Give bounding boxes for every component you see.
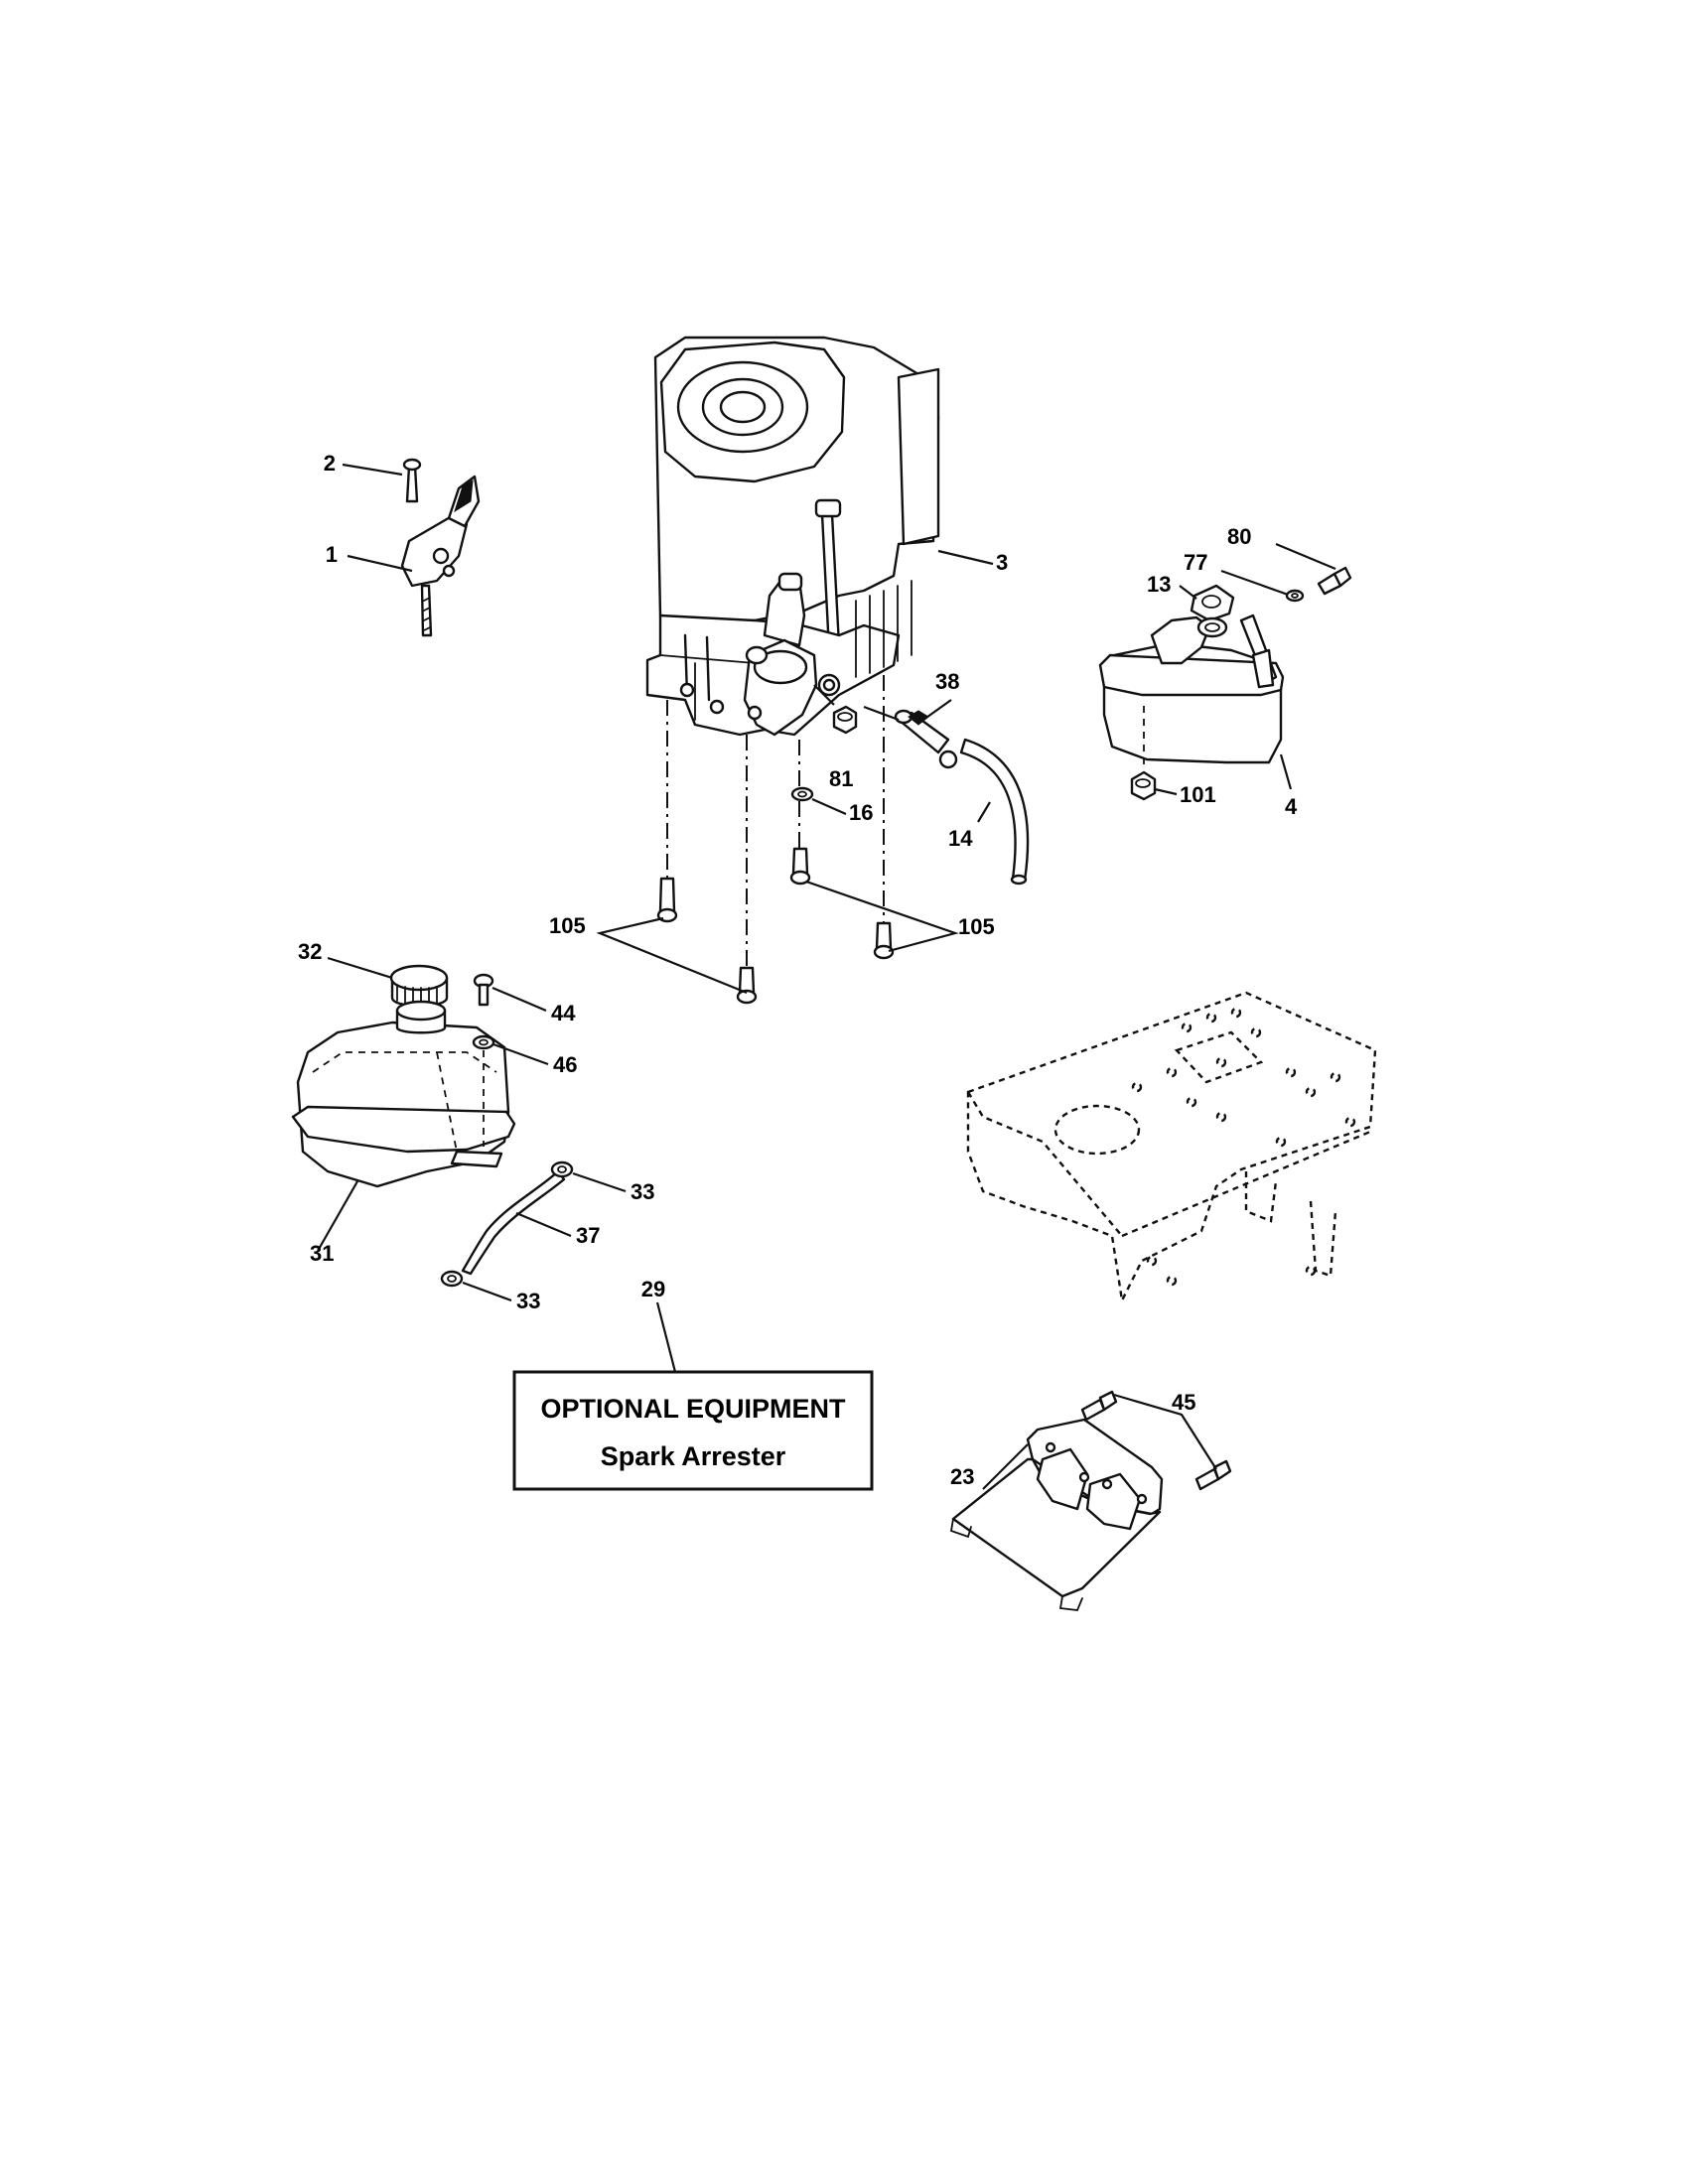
callout-81: 81 — [829, 766, 853, 791]
bolt-105-b — [736, 966, 758, 1005]
callout-16: 16 — [849, 800, 873, 825]
callout-labels: 1 2 3 4 13 14 16 23 29 31 32 33 33 37 38… — [298, 451, 1298, 1489]
fuel-filter-38 — [894, 709, 958, 769]
hose-clamp-33-b — [440, 1270, 464, 1288]
callout-1: 1 — [326, 542, 338, 567]
muffler-4 — [1098, 614, 1285, 764]
engine — [645, 336, 940, 737]
callout-2: 2 — [324, 451, 336, 476]
heat-shield-23 — [949, 1418, 1164, 1611]
bolt-105-a — [656, 877, 678, 923]
callout-101: 101 — [1180, 782, 1216, 807]
callout-29: 29 — [641, 1277, 665, 1301]
callout-13: 13 — [1147, 572, 1171, 597]
hose-clamp-33-a — [550, 1160, 574, 1178]
callout-4: 4 — [1285, 794, 1298, 819]
frame-reference — [966, 991, 1377, 1304]
fuel-line-37 — [461, 1169, 566, 1276]
callout-32: 32 — [298, 939, 322, 964]
callout-105-right: 105 — [958, 914, 995, 939]
throttle-control-assembly — [400, 458, 481, 637]
fuel-hose-14 — [959, 738, 1030, 886]
washer-80 — [1285, 589, 1305, 603]
hex-nut-81 — [832, 705, 858, 735]
optional-equipment-title: OPTIONAL EQUIPMENT — [540, 1394, 846, 1424]
hex-nut-101 — [1130, 770, 1157, 801]
callout-77: 77 — [1184, 550, 1207, 575]
callout-45: 45 — [1172, 1390, 1195, 1415]
washer-16 — [790, 786, 814, 802]
exhaust-gasket-77 — [1196, 616, 1228, 638]
fuel-tank-31 — [291, 1000, 516, 1188]
bolt-80 — [1317, 566, 1352, 596]
callout-46: 46 — [553, 1052, 577, 1077]
optional-equipment-subtitle: Spark Arrester — [601, 1441, 786, 1471]
muffler-gasket-13 — [1190, 584, 1235, 622]
callout-105-left: 105 — [549, 913, 586, 938]
washer-46 — [472, 1034, 495, 1050]
callout-80: 80 — [1227, 524, 1251, 549]
bolt-105-d — [873, 921, 895, 960]
callout-38: 38 — [935, 669, 959, 694]
bolt-105-c — [789, 847, 811, 886]
callout-31: 31 — [310, 1241, 334, 1266]
callout-23: 23 — [950, 1464, 974, 1489]
callout-3: 3 — [996, 550, 1008, 575]
callout-14: 14 — [948, 826, 973, 851]
screw-45-a — [1080, 1390, 1118, 1422]
callout-33-lower: 33 — [516, 1289, 540, 1313]
callout-33-upper: 33 — [631, 1179, 654, 1204]
callout-37: 37 — [576, 1223, 600, 1248]
screw-45-b — [1194, 1459, 1232, 1491]
fuel-cap-32 — [389, 964, 449, 1008]
callout-44: 44 — [551, 1001, 576, 1025]
screw-44 — [473, 973, 494, 1007]
optional-equipment-box — [512, 1370, 874, 1491]
